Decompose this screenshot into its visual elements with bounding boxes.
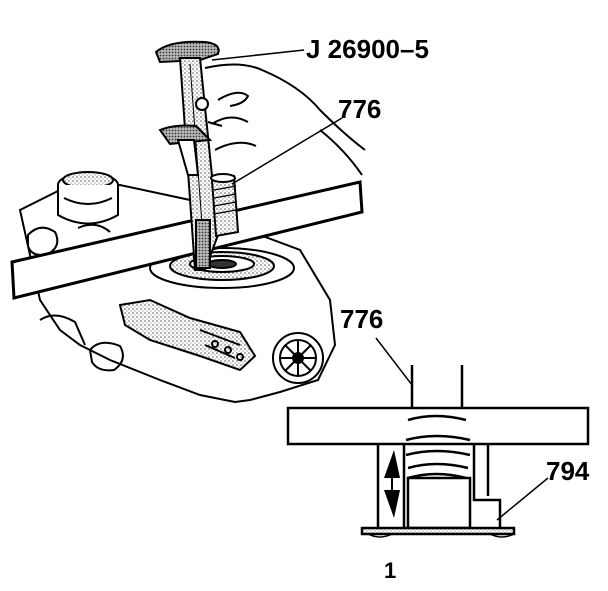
input-shaft-callout-label: 776 bbox=[338, 94, 382, 124]
straight-edge-bar bbox=[10, 180, 364, 300]
input-shaft-776 bbox=[210, 173, 240, 238]
leader-lines bbox=[211, 49, 549, 521]
detail-shaft-callout-label: 776 bbox=[340, 304, 384, 334]
tool-callout-label: J 26900–5 bbox=[306, 34, 429, 64]
depth-gauge-tool bbox=[154, 40, 223, 271]
detail-view-number: 1 bbox=[384, 558, 397, 583]
detail-view-1 bbox=[286, 365, 590, 538]
seal-callout-label: 794 bbox=[546, 456, 590, 486]
hand bbox=[204, 63, 366, 176]
